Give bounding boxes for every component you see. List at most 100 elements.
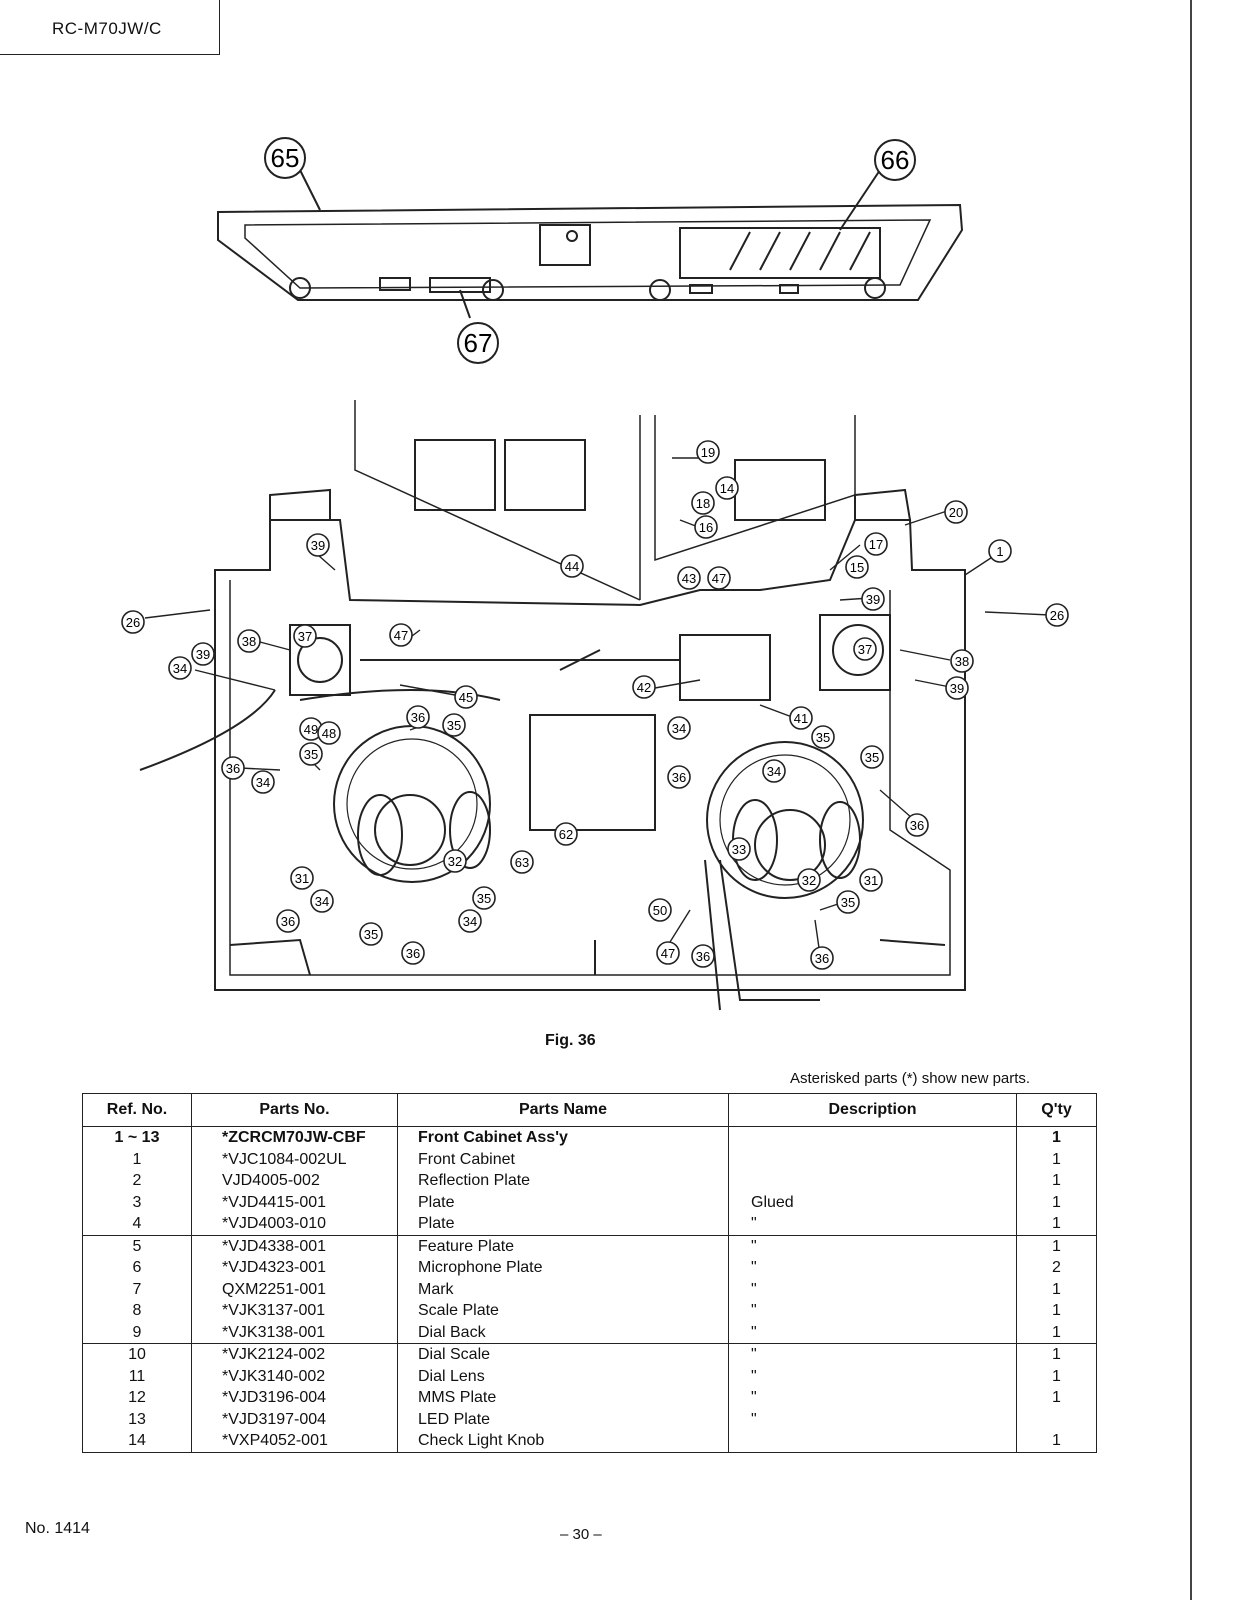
callout-label: 15 [850,560,864,575]
cell-name: MMS Plate [397,1387,729,1409]
callout-circle [905,813,929,837]
callout-label: 36 [411,710,425,725]
callout-circle [691,491,715,515]
callout-circle [715,476,739,500]
cell-desc: " [728,1300,1017,1322]
callout-label: 39 [196,647,210,662]
callout-circle [707,566,731,590]
callout-circle [276,909,300,933]
callout-circle [667,765,691,789]
callout-circle [950,649,974,673]
callout-label: 31 [295,871,309,886]
callout-circle [667,716,691,740]
cell-pno: *VJD3197-004 [191,1408,398,1430]
cell-name: Dial Scale [397,1343,729,1366]
callout-circle [168,656,192,680]
callout-label: 36 [696,949,710,964]
callout-label: 19 [701,445,715,460]
rear-cabinet-drawing [139,400,966,1011]
callout-circle [191,642,215,666]
cell-desc: " [728,1387,1017,1409]
callout-circle [293,624,317,648]
document-number: No. 1414 [25,1520,90,1537]
cell-ref: 11 [82,1365,192,1387]
cell-name: Plate [397,1191,729,1213]
callout-label: 65 [271,143,300,173]
callout-leaders [144,457,1051,956]
callout-circle [677,566,701,590]
cell-pno: *VJD3196-004 [191,1387,398,1409]
cell-pno: *VJK3138-001 [191,1321,398,1344]
callout-circle [1045,603,1069,627]
cell-qty: 1 [1016,1343,1097,1366]
callout-label: 34 [173,661,187,676]
col-parts-name: Parts Name [397,1093,729,1127]
callout-label: 36 [281,914,295,929]
callout-circle [458,909,482,933]
cell-qty: 1 [1016,1234,1097,1257]
callout-label: 16 [699,520,713,535]
callout-circle [988,539,1012,563]
cell-pno: *VJD4415-001 [191,1191,398,1213]
cell-pno: *ZCRCM70JW-CBF [191,1126,398,1149]
cell-desc: " [728,1278,1017,1300]
callout-circle [457,322,499,364]
cell-desc [728,1126,1017,1149]
callout-label: 50 [653,903,667,918]
callout-circle [762,759,786,783]
cell-pno: *VJC1084-002UL [191,1148,398,1170]
callout-label: 35 [304,747,318,762]
callout-circle [944,500,968,524]
callout-circle [359,922,383,946]
callout-label: 37 [298,629,312,644]
callout-circle [696,440,720,464]
cell-ref: 7 [82,1278,192,1300]
asterisk-note: Asterisked parts (*) show new parts. [790,1070,1031,1087]
callout-label: 26 [126,615,140,630]
callout-circle [560,554,584,578]
cell-name: Scale Plate [397,1300,729,1322]
cell-name: Dial Lens [397,1365,729,1387]
cell-desc: Glued [728,1191,1017,1213]
cell-pno: *VJK3137-001 [191,1300,398,1322]
callout-circle [310,889,334,913]
cell-name: Front Cabinet Ass'y [397,1126,729,1149]
callout-circle [264,137,306,179]
callout-circle [472,886,496,910]
callout-label: 14 [720,481,734,496]
callout-label: 48 [322,726,336,741]
front-panel-drawing [217,169,964,319]
callout-label: 39 [311,538,325,553]
callout-label: 36 [672,770,686,785]
callout-label: 35 [865,750,879,765]
callout-label: 62 [559,827,573,842]
cell-desc: " [728,1408,1017,1430]
cell-qty: 1 [1016,1430,1097,1452]
cell-desc [728,1430,1017,1452]
cell-qty: 1 [1016,1321,1097,1344]
parts-table: Ref. No. Parts No. Parts Name Descriptio… [82,1093,1097,1453]
cell-ref: 3 [82,1191,192,1213]
cell-qty: 1 [1016,1278,1097,1300]
model-number: RC-M70JW/C [52,19,162,38]
callout-circle [554,822,578,846]
callout-label: 38 [242,634,256,649]
cell-qty: 1 [1016,1170,1097,1192]
callout-label: 31 [864,873,878,888]
callout-circle [299,742,323,766]
cell-desc [728,1170,1017,1192]
col-description: Description [728,1093,1017,1127]
cell-desc: " [728,1365,1017,1387]
cell-desc: " [728,1234,1017,1257]
callout-label: 67 [464,328,493,358]
cell-desc: " [728,1257,1017,1279]
